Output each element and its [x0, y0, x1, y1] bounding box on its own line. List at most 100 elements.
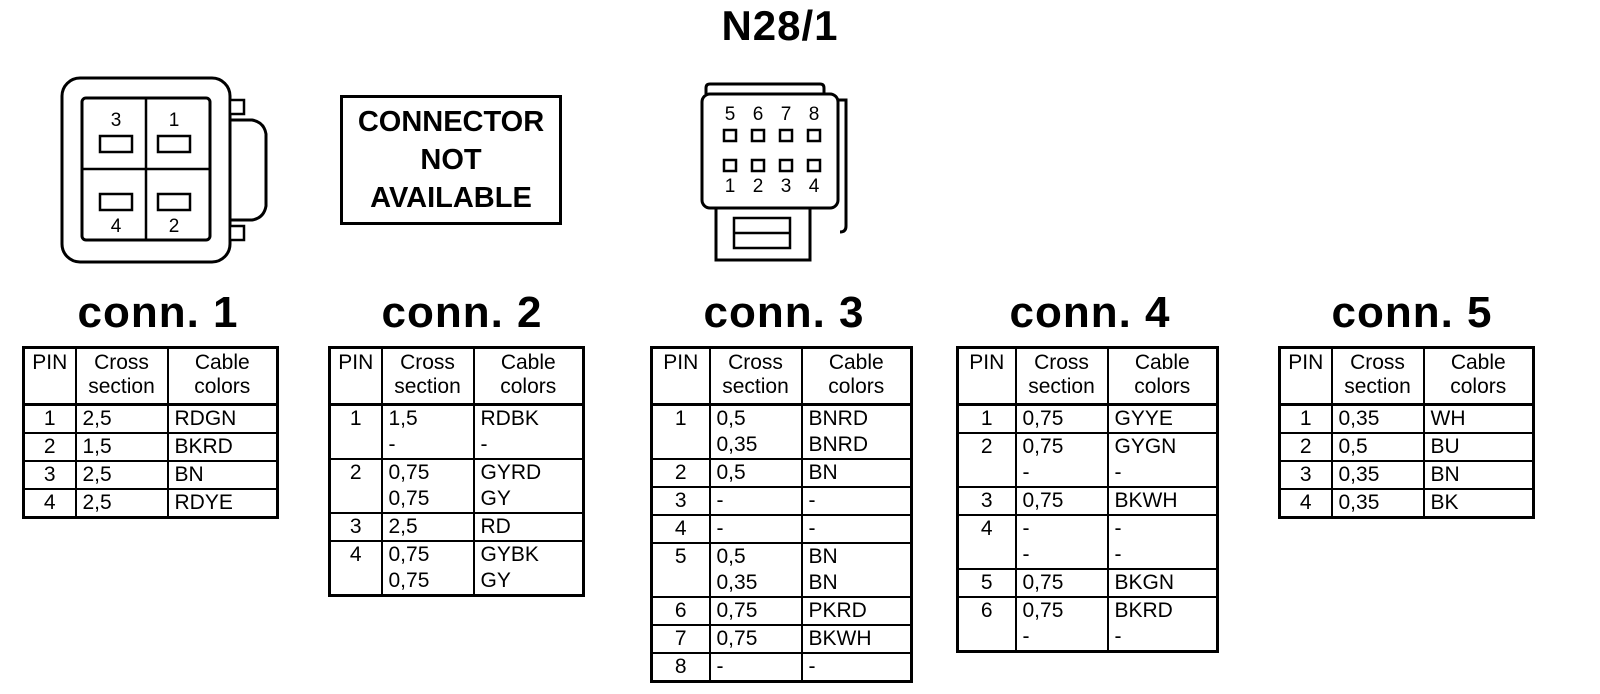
header-text: Cross — [1350, 351, 1405, 374]
cross-section-value: 2,5 — [82, 491, 112, 514]
pin-label: 2 — [169, 216, 180, 237]
na-line-3: AVAILABLE — [370, 182, 532, 214]
table-row: 4---- — [957, 514, 1218, 569]
table-row: 3-- — [651, 486, 912, 515]
cable-color-value: GY — [480, 487, 511, 510]
cross-section-value: 0,35 — [1338, 463, 1380, 486]
cable-color-cell: - — [800, 514, 912, 543]
cross-section-cell: 0,35 — [1330, 404, 1424, 433]
pin-number: 7 — [651, 624, 710, 653]
cable-color-value: BN — [808, 461, 838, 484]
cross-section-cell: 0,35 — [1330, 488, 1424, 518]
header-text: section — [722, 375, 789, 398]
pin-number: 2 — [651, 458, 710, 487]
header-text: Cross — [94, 351, 149, 374]
cross-section-value: - — [716, 489, 724, 512]
cable-color-value: BU — [1430, 435, 1460, 458]
pin-label: 7 — [781, 104, 792, 125]
cable-color-value: BN — [808, 571, 838, 594]
conn-3-title: conn. 3 — [703, 288, 865, 337]
header-text: Cable — [1450, 351, 1506, 374]
pin-label: 3 — [781, 176, 792, 197]
pin-header: PIN — [1279, 347, 1332, 406]
pin-number: 1 — [674, 407, 687, 430]
table-row: 5 0,75 BKGN — [957, 568, 1218, 597]
connector-1-drawing: 3 1 4 2 — [60, 76, 268, 264]
cable-color-cell: BKRD- — [1106, 596, 1218, 652]
cross-section-value: 0,35 — [1338, 407, 1380, 430]
cross-section-cell: 1,5 — [74, 432, 168, 461]
cross-section-value: 2,5 — [82, 463, 112, 486]
cross-section-value: - — [388, 433, 396, 456]
cross-section-cell: 0,35 — [1330, 460, 1424, 489]
table-row: 4-- — [651, 514, 912, 543]
pin-header: PIN — [651, 347, 710, 406]
cable-color-value: BKRD — [1114, 599, 1173, 622]
cross-section-value: 0,35 — [716, 433, 758, 456]
cross-section-cell: 0,75 — [1014, 568, 1108, 597]
pin-header: PIN — [329, 347, 382, 406]
cross-section-value: 0,75 — [1022, 435, 1064, 458]
cross-section-cell: 1,5 - — [380, 404, 474, 459]
header-text: colors — [1450, 375, 1507, 398]
page-title: N28/1 — [721, 2, 839, 49]
cable-color-cell: PKRD — [800, 596, 912, 625]
pin-number: 1 — [980, 407, 993, 430]
cable-color-cell: BKWH — [1106, 486, 1218, 515]
pin-label: 1 — [725, 176, 736, 197]
cable-color-cell: BKWH — [800, 624, 912, 653]
header-text: section — [88, 375, 155, 398]
pin-number: 8 — [651, 652, 710, 682]
cross-section-value: 0,75 — [1022, 571, 1064, 594]
pin-label: 3 — [111, 110, 122, 131]
cross-section-cell: 0,75 — [1014, 486, 1108, 515]
cable-color-value: - — [1114, 517, 1122, 540]
cable-color-value: BN — [808, 545, 838, 568]
cross-section-cell: 2,5 — [74, 488, 168, 518]
conn-1-title: conn. 1 — [77, 288, 239, 337]
cross-section-value: 0,75 — [388, 487, 430, 510]
cable-color-value: PKRD — [808, 599, 867, 622]
cable-color-cell: GYGN- — [1106, 432, 1218, 487]
pin-number: 5 — [957, 568, 1016, 597]
cable-color-value: GYYE — [1114, 407, 1173, 430]
cross-section-value: 1,5 — [388, 407, 418, 430]
pin-number: 2 — [1279, 432, 1332, 461]
cross-section-value: - — [1022, 461, 1030, 484]
cable-color-cell: RDBK- — [472, 404, 584, 459]
cable-color-value: RDGN — [174, 407, 237, 430]
cross-section-cell: 0,5 — [708, 458, 802, 487]
table-row: 2 0,75 - GYGN- — [957, 432, 1218, 487]
header-text: Cable — [194, 351, 250, 374]
header-text: Cross — [728, 351, 783, 374]
pin-header: PIN — [23, 347, 76, 406]
cable-color-value: - — [808, 489, 816, 512]
cable-color-cell: BN BN — [800, 542, 912, 597]
pin-number: 2 — [957, 432, 1016, 487]
cable-color-cell: BKGN — [1106, 568, 1218, 597]
conn-5-title: conn. 5 — [1331, 288, 1493, 337]
cross-section-value: 0,5 — [716, 407, 746, 430]
cable-color-value: - — [808, 517, 816, 540]
table-row: 8-- — [651, 652, 912, 682]
